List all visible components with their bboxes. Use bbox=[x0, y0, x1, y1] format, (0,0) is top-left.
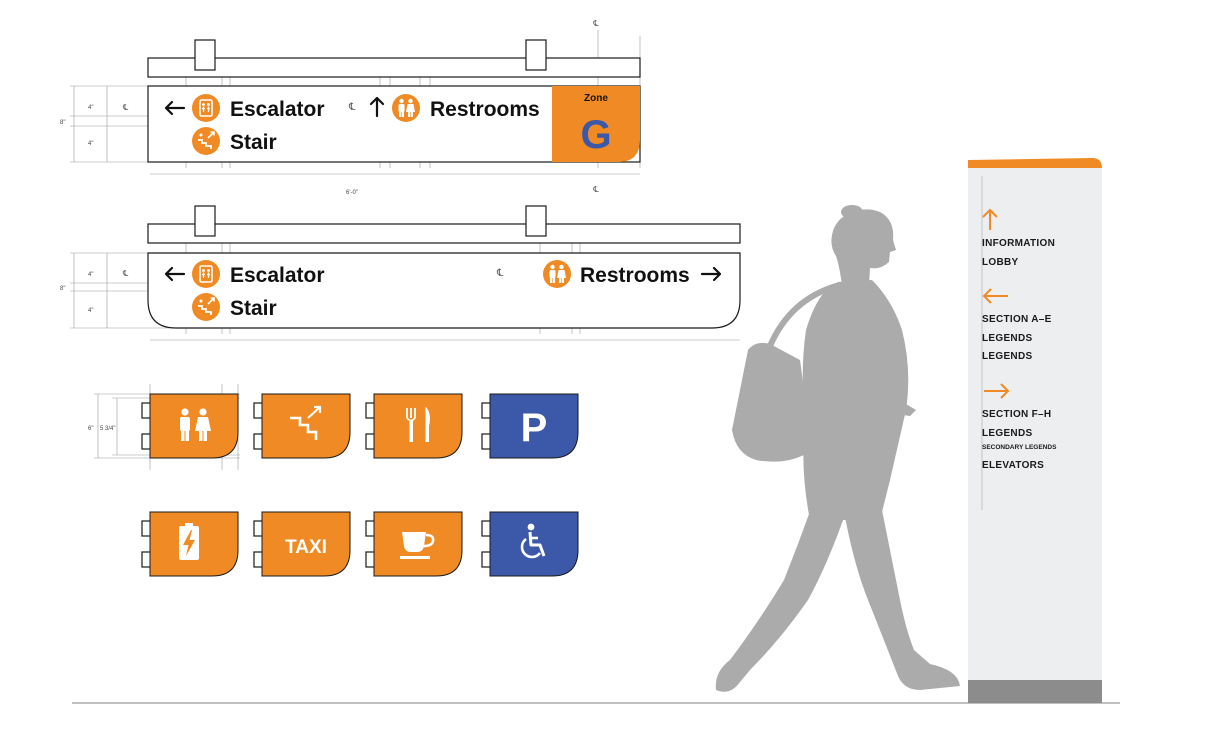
arrow-left-icon bbox=[164, 100, 186, 116]
sign2-stair-label: Stair bbox=[230, 297, 277, 320]
sign1-zone-label: Zone bbox=[584, 93, 608, 104]
arrow-left-icon bbox=[164, 266, 186, 282]
sign2-dim-height: 8" bbox=[60, 286, 65, 292]
sign2-panel bbox=[147, 252, 741, 329]
walking-person-silhouette bbox=[715, 205, 960, 692]
stair-icon bbox=[192, 127, 220, 155]
wayfinding-totem: INFORMATION LOBBY SECTION A–E LEGENDS LE… bbox=[968, 158, 1102, 703]
totem-lobby: LOBBY bbox=[982, 257, 1019, 268]
arrow-up-icon bbox=[982, 208, 998, 230]
taxi-icon: TAXI bbox=[285, 537, 327, 558]
sign1-escalator-label: Escalator bbox=[230, 98, 325, 121]
escalator-icon bbox=[192, 260, 220, 288]
blade-accessible bbox=[481, 511, 579, 577]
accessible-icon bbox=[520, 523, 546, 559]
sign1-centerline-mark: ℄ bbox=[348, 102, 356, 113]
blade-dim-inner: 5 3/4" bbox=[100, 426, 115, 432]
sign1-centerline-bottom: ℄ bbox=[592, 185, 599, 194]
sign1-dim-height: 8" bbox=[60, 120, 65, 126]
totem-secondary: SECONDARY LEGENDS bbox=[982, 444, 1057, 451]
totem-cap bbox=[968, 158, 1102, 168]
totem-section-fh: SECTION F–H bbox=[982, 409, 1051, 420]
sign2-centerline-left: ℄ bbox=[122, 269, 129, 278]
restroom-icon bbox=[180, 408, 211, 441]
dining-icon bbox=[406, 407, 430, 442]
totem-base bbox=[968, 680, 1102, 703]
blade-charging bbox=[141, 511, 239, 577]
parking-icon: P bbox=[521, 406, 548, 450]
hanging-sign-1: Zone G Escalator Stair ℄ Restrooms 8" 4"… bbox=[60, 19, 641, 196]
totem-info: INFORMATION bbox=[982, 238, 1055, 249]
totem-panel bbox=[968, 168, 1102, 680]
sign2-mounting-bar bbox=[147, 223, 741, 244]
sign1-restrooms-label: Restrooms bbox=[430, 98, 540, 121]
sign2-escalator-label: Escalator bbox=[230, 264, 325, 287]
sign1-dim-row1: 4" bbox=[88, 105, 93, 111]
blade-dining bbox=[365, 393, 463, 459]
blade-dim-outer: 6" bbox=[88, 426, 93, 432]
escalator-icon bbox=[192, 94, 220, 122]
sign1-centerline-top: ℄ bbox=[592, 19, 599, 28]
cafe-icon bbox=[400, 532, 435, 559]
hanging-sign-2: Escalator Stair ℄ Restrooms 8" 4" 4" ℄ bbox=[60, 205, 741, 341]
sign2-dim-row2: 4" bbox=[88, 308, 93, 314]
blade-restroom bbox=[141, 393, 239, 459]
charging-icon bbox=[179, 523, 199, 560]
restroom-icon bbox=[392, 94, 420, 122]
blade-cafe bbox=[365, 511, 463, 577]
sign1-dim-width: 6'-0" bbox=[346, 190, 358, 196]
restroom-icon bbox=[543, 260, 571, 288]
sign1-bracket-right bbox=[525, 39, 547, 71]
stair-icon bbox=[290, 405, 322, 440]
sign1-dim-row2: 4" bbox=[88, 141, 93, 147]
sign2-centerline-mark: ℄ bbox=[496, 268, 504, 279]
arrow-up-icon bbox=[369, 96, 385, 118]
blade-taxi: TAXI bbox=[253, 511, 351, 577]
sign1-bracket-left bbox=[194, 39, 216, 71]
stair-icon bbox=[192, 293, 220, 321]
sign2-dim-row1: 4" bbox=[88, 272, 93, 278]
sign1-stair-label: Stair bbox=[230, 131, 277, 154]
sign1-mounting-bar bbox=[147, 57, 641, 78]
totem-legend-1: LEGENDS bbox=[982, 333, 1032, 344]
arrow-left-icon bbox=[982, 288, 1008, 304]
sign1-centerline-left: ℄ bbox=[122, 103, 129, 112]
totem-section-ae: SECTION A–E bbox=[982, 314, 1052, 325]
sign2-bracket-left bbox=[194, 205, 216, 237]
totem-legend-3: LEGENDS bbox=[982, 428, 1032, 439]
blade-parking: P bbox=[481, 393, 579, 459]
totem-legend-2: LEGENDS bbox=[982, 351, 1032, 362]
arrow-right-icon bbox=[984, 383, 1010, 399]
sign2-restrooms-label: Restrooms bbox=[580, 264, 690, 287]
sign1-zone-letter: G bbox=[580, 113, 611, 157]
sign1-zone-panel bbox=[552, 86, 640, 162]
arrow-right-icon bbox=[700, 266, 722, 282]
totem-elevators: ELEVATORS bbox=[982, 460, 1044, 471]
blade-signs: 6" 5 3/4" bbox=[88, 384, 579, 577]
blade-stair bbox=[253, 393, 351, 459]
sign2-bracket-right bbox=[525, 205, 547, 237]
